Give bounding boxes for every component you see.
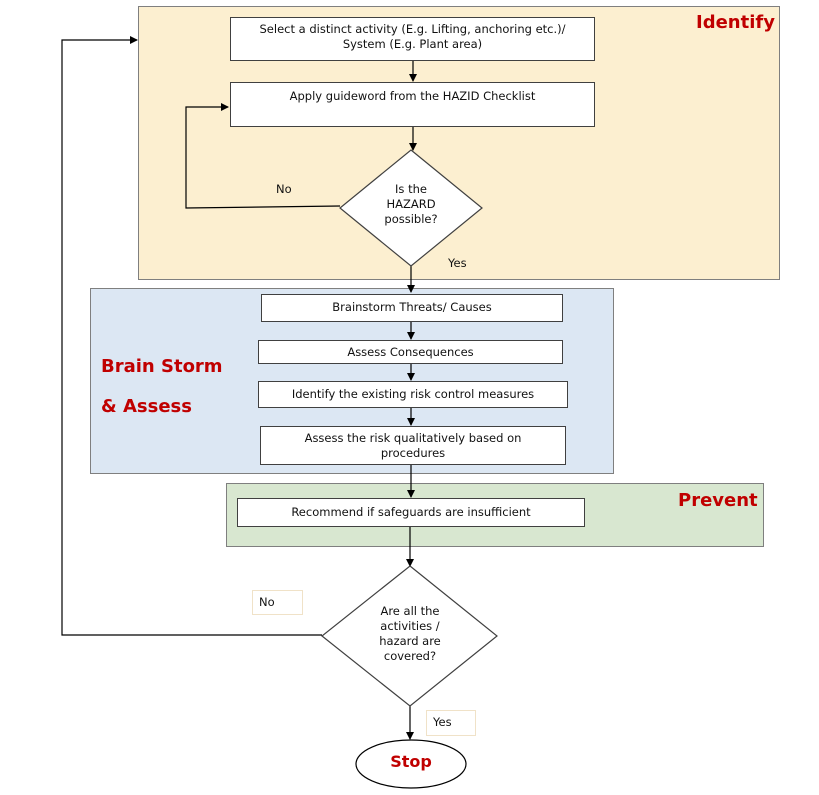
assess-risk-line1: Assess the risk qualitatively based on	[304, 431, 522, 445]
yes-covered-label: Yes	[426, 710, 476, 736]
assess-risk-step: Assess the risk qualitatively based on p…	[260, 426, 566, 465]
hazard-possible-decision	[339, 149, 483, 267]
covered-decision-line4: covered?	[383, 649, 437, 663]
covered-decision-line1: Are all the	[380, 604, 440, 618]
identify-controls-text: Identify the existing risk control measu…	[291, 387, 535, 401]
assess-consequences-text: Assess Consequences	[347, 345, 474, 359]
arrow-no-hazard-loop	[185, 103, 341, 209]
brainstorm-threats-step: Brainstorm Threats/ Causes	[261, 294, 563, 322]
yes-hazard-label: Yes	[448, 256, 467, 270]
stop-terminal	[355, 739, 467, 789]
prevent-stage-label: Prevent	[678, 490, 758, 511]
hazard-decision-line3: possible?	[384, 212, 438, 226]
apply-guideword-text: Apply guideword from the HAZID Checklist	[289, 89, 536, 103]
assess-consequences-step: Assess Consequences	[258, 340, 563, 364]
select-activity-line1: Select a distinct activity (E.g. Lifting…	[259, 22, 566, 36]
select-activity-line2: System (E.g. Plant area)	[342, 37, 483, 51]
no-hazard-label: No	[276, 182, 292, 196]
covered-decision-line3: hazard are	[379, 634, 441, 648]
recommend-step: Recommend if safeguards are insufficient	[237, 498, 585, 527]
hazard-decision-line1: Is the	[395, 182, 427, 196]
hazard-decision-line2: HAZARD	[386, 197, 436, 211]
assess-stage-label: & Assess	[101, 396, 192, 417]
identify-stage-label: Identify	[696, 12, 775, 33]
apply-guideword-step: Apply guideword from the HAZID Checklist	[230, 82, 595, 127]
no-covered-label: No	[252, 590, 303, 615]
activities-covered-decision	[321, 565, 498, 707]
hazard-decision-text: Is the HAZARD possible?	[361, 182, 461, 227]
select-activity-step: Select a distinct activity (E.g. Lifting…	[230, 17, 595, 61]
brainstorm-stage-label: Brain Storm	[101, 356, 223, 377]
covered-decision-line2: activities /	[380, 619, 440, 633]
recommend-text: Recommend if safeguards are insufficient	[291, 505, 531, 519]
arrow-no-covered-loop	[61, 36, 322, 636]
assess-risk-line2: procedures	[380, 446, 446, 460]
brainstorm-threats-text: Brainstorm Threats/ Causes	[332, 300, 492, 314]
stop-label: Stop	[390, 752, 432, 771]
covered-decision-text: Are all the activities / hazard are cove…	[360, 604, 460, 664]
identify-controls-step: Identify the existing risk control measu…	[258, 381, 568, 408]
